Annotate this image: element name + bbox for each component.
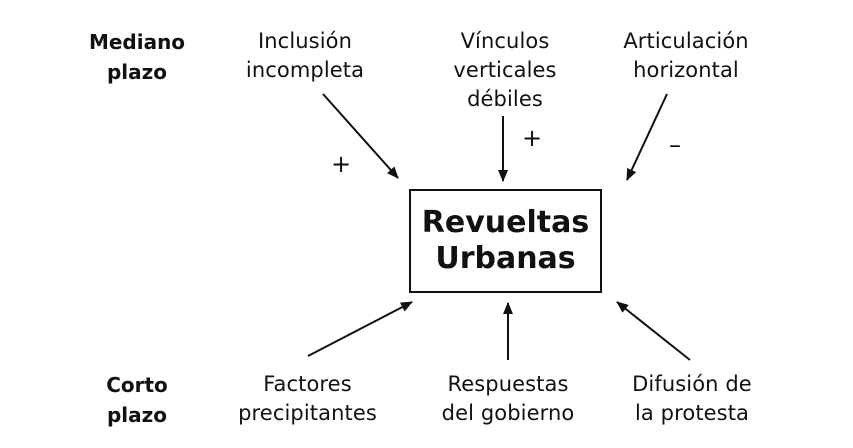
arrow-factores-to-center	[307, 301, 413, 357]
factor-difusion-protesta: Difusión de la protesta	[632, 372, 752, 425]
factor-factores-precipitantes: Factores precipitantes	[238, 372, 377, 425]
center-box: Revueltas Urbanas	[409, 189, 602, 293]
sign-articulacion: –	[669, 131, 681, 159]
factor-vinculos-verticales: Vínculos verticales débiles	[453, 29, 557, 111]
center-title: Revueltas Urbanas	[421, 205, 590, 276]
arrow-articulacion-to-center	[626, 93, 668, 181]
sign-inclusion: +	[331, 150, 352, 178]
row-label-short-term: Corto plazo	[106, 373, 168, 427]
factor-respuestas-gobierno: Respuestas del gobierno	[441, 372, 575, 425]
factor-inclusion-incompleta: Inclusión incompleta	[245, 29, 365, 82]
arrow-difusion-to-center	[616, 301, 691, 361]
factor-articulacion-horizontal: Articulación horizontal	[623, 29, 749, 82]
sign-vinculos: +	[522, 124, 543, 152]
row-label-medium-term: Mediano plazo	[88, 30, 186, 84]
arrow-inclusion-to-center	[322, 93, 399, 179]
